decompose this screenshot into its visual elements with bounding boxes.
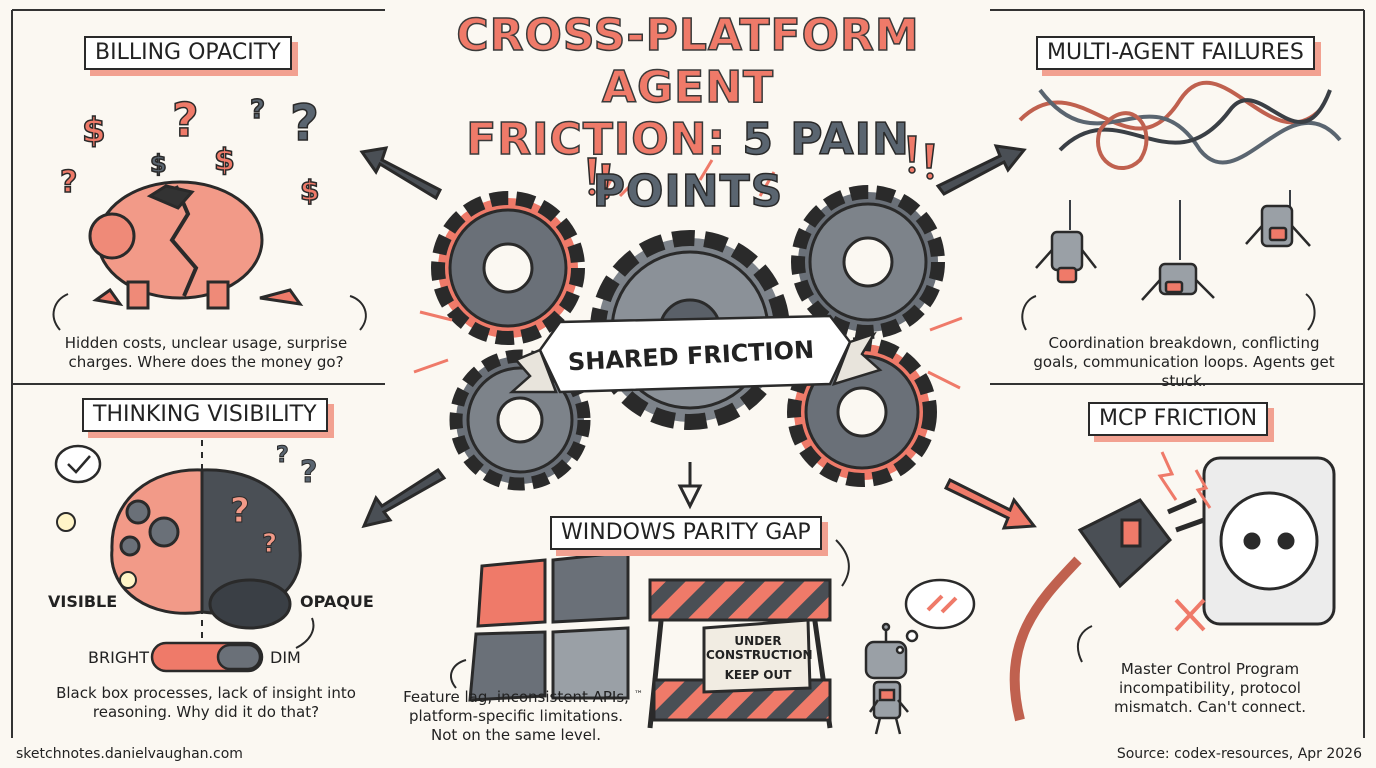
sign-keep-out: KEEP OUT [724, 668, 792, 682]
no-connection-x-icon [1174, 598, 1206, 632]
stuck-robots-icon [1035, 204, 1311, 301]
windows-parity-gap-label: WINDOWS PARITY GAP [550, 516, 822, 550]
title-line-1: CROSS-PLATFORM AGENT [456, 9, 920, 114]
lightbulb-icon [56, 512, 137, 589]
svg-text:?: ? [262, 529, 277, 559]
gear-bottom-left-icon [449, 349, 591, 491]
mcp-friction-caption: Master Control Program incompatibility, … [1113, 660, 1307, 716]
shared-friction-ribbon-icon [508, 314, 883, 394]
svg-text:$: $ [300, 174, 319, 207]
caption-arrows [52, 293, 1316, 689]
page-title: CROSS-PLATFORM AGENT FRICTION: 5 PAIN PO… [388, 9, 988, 218]
exclamation-marks [587, 135, 935, 200]
wall-socket-icon [1202, 456, 1336, 626]
brain-question-marks: ? ? ? ? [230, 443, 318, 560]
opaque-label: OPAQUE [300, 592, 374, 611]
money-question-marks: $ $ $ $ ? ? ? ? [59, 92, 320, 208]
billing-opacity-caption: Hidden costs, unclear usage, surprise ch… [64, 334, 348, 371]
broken-piggy-bank-icon [88, 180, 304, 310]
sign-construction: CONSTRUCTION [706, 648, 813, 662]
svg-text:?: ? [172, 93, 199, 147]
thinking-visibility-caption: Black box processes, lack of insight int… [56, 684, 356, 721]
panel-dividers [11, 9, 1365, 738]
gear-top-right-icon [791, 185, 945, 339]
svg-text:?: ? [60, 165, 77, 200]
svg-text:?: ? [300, 455, 317, 490]
sign-under: UNDER [734, 634, 782, 648]
idea-bubble-icon [54, 444, 102, 484]
electric-spark-icon [1157, 451, 1212, 509]
svg-text:$: $ [82, 111, 106, 151]
svg-text:$: $ [214, 143, 235, 178]
gear-top-left-icon [431, 191, 585, 345]
spark-marks [413, 159, 963, 390]
svg-text:?: ? [230, 491, 250, 531]
billing-opacity-label: BILLING OPACITY [84, 36, 292, 70]
windows-trademark-mark: ™ [634, 690, 643, 700]
svg-text:?: ? [276, 443, 289, 468]
title-line-2: FRICTION: 5 PAIN POINTS [388, 113, 988, 218]
windows-logo-icon [468, 550, 630, 702]
windows-parity-gap-caption: Feature lag, inconsistent APIs, platform… [403, 688, 629, 744]
bright-dim-toggle-icon [150, 641, 264, 673]
title-line-2-part-b: 5 PAIN POINTS [592, 113, 910, 218]
power-plug-icon [1009, 497, 1205, 722]
svg-text:?: ? [250, 95, 265, 125]
sad-robot-icon [864, 622, 909, 735]
svg-text:$: $ [150, 150, 167, 178]
gear-cluster-icon [431, 185, 945, 491]
svg-text:?: ? [290, 94, 319, 152]
gear-bottom-right-icon [787, 337, 937, 487]
multi-agent-failures-caption: Coordination breakdown, conflicting goal… [1033, 334, 1335, 390]
bright-label: BRIGHT [88, 648, 150, 667]
tangled-rope-icon [1018, 80, 1342, 260]
visible-label: VISIBLE [48, 592, 118, 611]
dim-label: DIM [270, 648, 301, 667]
mcp-friction-label: MCP FRICTION [1088, 402, 1269, 436]
pointer-arrows [359, 144, 1037, 530]
thinking-visibility-label: THINKING VISIBILITY [82, 398, 328, 432]
broken-link-thought-icon [895, 578, 976, 655]
title-line-2-part-a: FRICTION: [465, 113, 727, 166]
footer-source: Source: codex-resources, Apr 2026 [1116, 746, 1362, 762]
construction-barricade-icon [647, 578, 833, 729]
footer-site-link[interactable]: sketchnotes.danielvaughan.com [16, 746, 243, 762]
multi-agent-failures-label: MULTI-AGENT FAILURES [1036, 36, 1315, 70]
